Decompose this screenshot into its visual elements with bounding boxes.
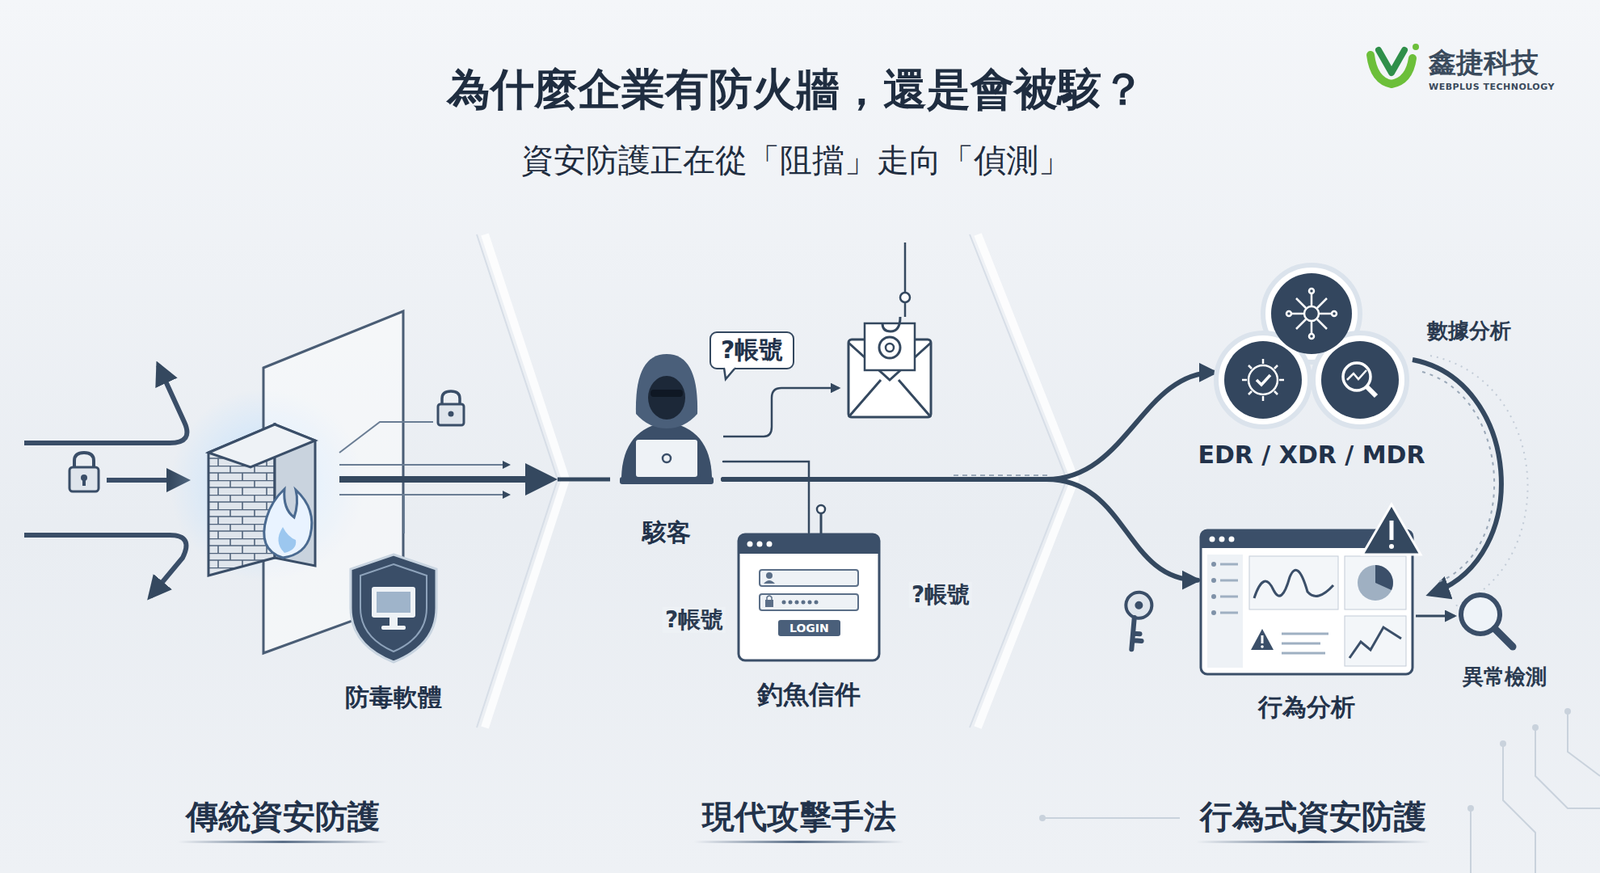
logo-name: 鑫捷科技 <box>1428 46 1539 79</box>
node-caption: 行為分析 <box>1258 693 1356 722</box>
node-label: EDR / XDR / MDR <box>1197 441 1425 470</box>
account-label: ?帳號 <box>909 581 973 608</box>
node-label: 防毒軟體 <box>345 683 443 712</box>
speech-bubble: ?帳號 <box>709 331 795 370</box>
node-outline <box>1216 271 1407 427</box>
node-outline <box>347 551 440 665</box>
antivirus-shield: 防毒軟體 <box>347 551 440 665</box>
node-label: 釣魚信件 <box>757 679 861 710</box>
node-caption: 駭客 <box>642 518 691 548</box>
node-outline <box>1199 528 1415 676</box>
title: 為什麼企業有防火牆，還是會被駭？ <box>446 64 1146 115</box>
node-label: 行為分析 <box>1258 693 1356 722</box>
section-heading: 傳統資安防護 <box>185 797 380 835</box>
connector <box>723 461 809 533</box>
logo-subname: WEBPLUS TECHNOLOGY <box>1428 82 1555 93</box>
analysis-label: 異常檢測 <box>1462 665 1547 690</box>
login-button: LOGIN <box>778 619 841 636</box>
node-label: 駭客 <box>642 518 691 548</box>
connector <box>723 372 1215 480</box>
node-caption: 防毒軟體 <box>345 683 443 712</box>
phishing-login-window: LOGIN釣魚信件 <box>736 532 881 662</box>
node-outline <box>722 367 739 381</box>
section-heading: 現代攻擊手法 <box>702 797 897 835</box>
node-outline <box>736 532 881 662</box>
account-label: ?帳號 <box>662 606 726 633</box>
hacker-figure: 駭客 <box>610 347 724 487</box>
node-outline <box>610 347 724 487</box>
subtitle: 資安防護正在從「阻擋」走向「偵測」 <box>521 141 1071 179</box>
button-text: LOGIN <box>789 621 830 635</box>
analysis-label: 數據分析 <box>1427 319 1512 344</box>
behavior-dashboard: 行為分析 <box>1199 528 1415 676</box>
section-heading: 行為式資安防護 <box>1200 797 1427 835</box>
bubble-text: ?帳號 <box>720 336 784 365</box>
node-caption: 釣魚信件 <box>757 679 861 710</box>
node-caption: EDR / XDR / MDR <box>1197 441 1425 470</box>
edr-cluster: EDR / XDR / MDR <box>1216 271 1407 427</box>
